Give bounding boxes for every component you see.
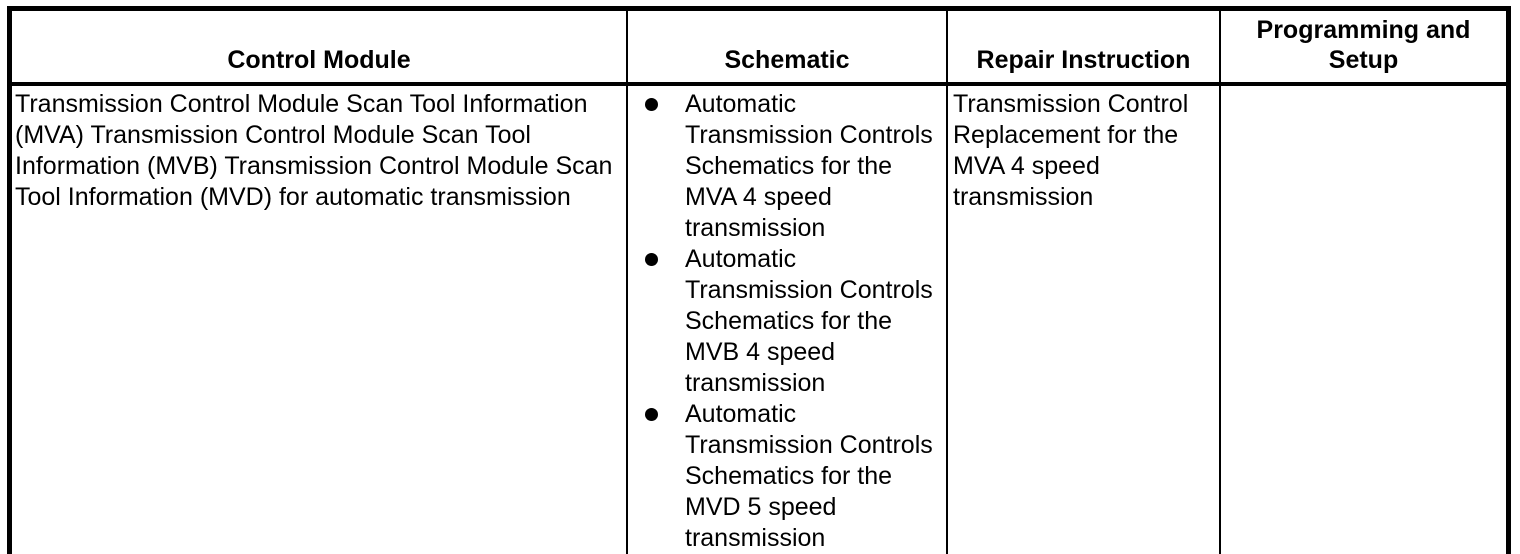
schematic-list-item-text: Automatic Transmission Controls Schemati…: [685, 400, 933, 552]
schematic-list-item-text: Automatic Transmission Controls Schemati…: [685, 245, 933, 397]
bullet-icon: [645, 253, 658, 266]
col-header-label: Schematic: [724, 46, 850, 74]
bullet-icon: [645, 98, 658, 111]
schematic-list-item: Automatic Transmission Controls Schemati…: [628, 244, 944, 399]
schematic-list: Automatic Transmission Controls Schemati…: [628, 89, 944, 554]
col-header-schematic: Schematic: [626, 11, 946, 86]
cell-programming-setup: [1219, 86, 1506, 554]
col-header-programming-setup: Programming and Setup: [1219, 11, 1506, 86]
schematic-list-item: Automatic Transmission Controls Schemati…: [628, 89, 944, 244]
schematic-list-item-text: Automatic Transmission Controls Schemati…: [685, 90, 933, 242]
table-row: Transmission Control Module Scan Tool In…: [12, 86, 1506, 554]
control-module-table: Control Module Schematic Repair Instruct…: [7, 6, 1511, 554]
header-row: Control Module Schematic Repair Instruct…: [12, 11, 1506, 86]
cell-repair-instruction: Transmission Control Replacement for the…: [946, 86, 1219, 554]
cell-schematic: Automatic Transmission Controls Schemati…: [626, 86, 946, 554]
cell-control-module: Transmission Control Module Scan Tool In…: [15, 90, 613, 211]
bullet-icon: [645, 408, 658, 421]
schematic-list-item: Automatic Transmission Controls Schemati…: [628, 399, 944, 554]
col-header-repair-instruction: Repair Instruction: [946, 11, 1219, 86]
col-header-label: Programming and Setup: [1256, 16, 1471, 74]
col-header-control-module: Control Module: [12, 11, 626, 86]
col-header-label: Control Module: [227, 46, 411, 74]
col-header-label: Repair Instruction: [976, 46, 1191, 74]
